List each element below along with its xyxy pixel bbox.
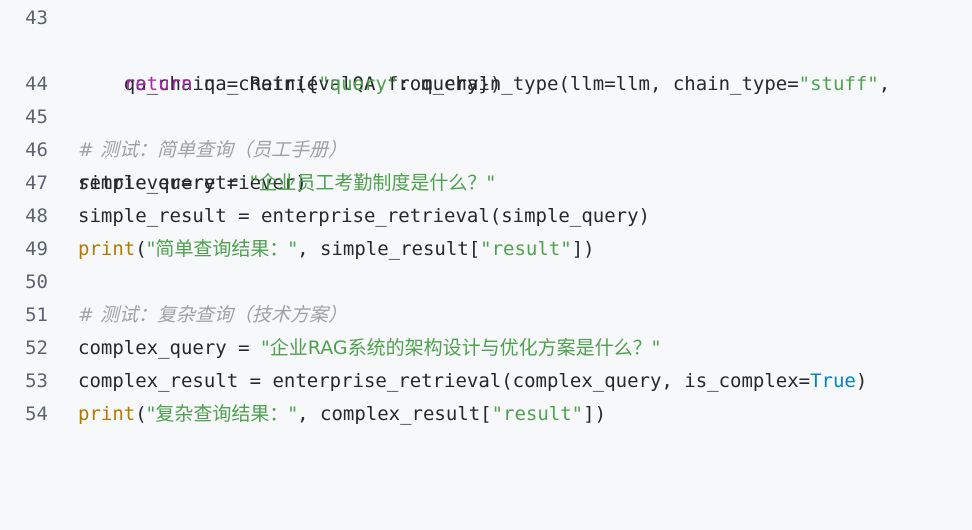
- code-line: 44 return qa_chain({"query": query}): [0, 68, 972, 101]
- code-line: 43 qa_chain = RetrievalQA.from_chain_typ…: [0, 2, 972, 194]
- code-line: 54 print("复杂查询结果：", complex_result["resu…: [0, 398, 972, 431]
- code-text: complex_query = "企业RAG系统的架构设计与优化方案是什么？": [78, 337, 661, 359]
- code-line: 47 simple_query = "企业员工考勤制度是什么？": [0, 167, 972, 200]
- line-number: 48: [25, 205, 48, 227]
- builtin-function: print: [78, 403, 136, 425]
- code-line: 45: [0, 101, 972, 134]
- code-text: return qa_chain({"query": query}): [123, 73, 502, 95]
- string-literal: "stuff": [798, 73, 879, 95]
- code-block: 43 qa_chain = RetrievalQA.from_chain_typ…: [0, 2, 972, 431]
- code-line: 51 # 测试：复杂查询（技术方案）: [0, 299, 972, 332]
- line-number: 46: [25, 139, 48, 161]
- string-literal: "简单查询结果：": [146, 238, 298, 260]
- code-line: 52 complex_query = "企业RAG系统的架构设计与优化方案是什么…: [0, 332, 972, 365]
- line-number: 50: [25, 271, 48, 293]
- string-literal: "企业员工考勤制度是什么？": [249, 172, 496, 194]
- wrapped-continuation: retriever=retriever): [78, 172, 307, 194]
- code-text: print("复杂查询结果：", complex_result["result"…: [78, 403, 607, 425]
- line-number: 53: [25, 370, 48, 392]
- line-number: 44: [25, 73, 48, 95]
- boolean-literal: True: [810, 370, 856, 392]
- line-number: 45: [25, 106, 48, 128]
- code-line: 53 complex_result = enterprise_retrieval…: [0, 365, 972, 398]
- string-literal: "企业RAG系统的架构设计与优化方案是什么？": [261, 337, 661, 359]
- line-number: 54: [25, 403, 48, 425]
- string-literal: "result": [480, 238, 572, 260]
- line-number: 51: [25, 304, 48, 326]
- comment: # 测试：复杂查询（技术方案）: [78, 304, 347, 326]
- code-text: simple_query = "企业员工考勤制度是什么？": [78, 172, 496, 194]
- builtin-function: print: [78, 238, 136, 260]
- line-number: 47: [25, 172, 48, 194]
- string-literal: "复杂查询结果：": [146, 403, 298, 425]
- code-text: qa_chain = RetrievalQA.from_chain_type(l…: [78, 2, 972, 266]
- code-text: simple_result = enterprise_retrieval(sim…: [78, 205, 650, 227]
- code-line: 48 simple_result = enterprise_retrieval(…: [0, 200, 972, 233]
- keyword: return: [123, 73, 193, 95]
- code-line: 46 # 测试：简单查询（员工手册）: [0, 134, 972, 167]
- comment: # 测试：简单查询（员工手册）: [78, 139, 347, 161]
- code-text: print("简单查询结果：", simple_result["result"]…: [78, 238, 595, 260]
- string-literal: "result": [491, 403, 584, 425]
- code-text: complex_result = enterprise_retrieval(co…: [78, 370, 868, 392]
- string-literal: "query": [318, 73, 399, 95]
- line-number: 43: [25, 7, 48, 29]
- code-line: 49 print("简单查询结果：", simple_result["resul…: [0, 233, 972, 266]
- line-number: 49: [25, 238, 48, 260]
- code-line: 50: [0, 266, 972, 299]
- line-number: 52: [25, 337, 48, 359]
